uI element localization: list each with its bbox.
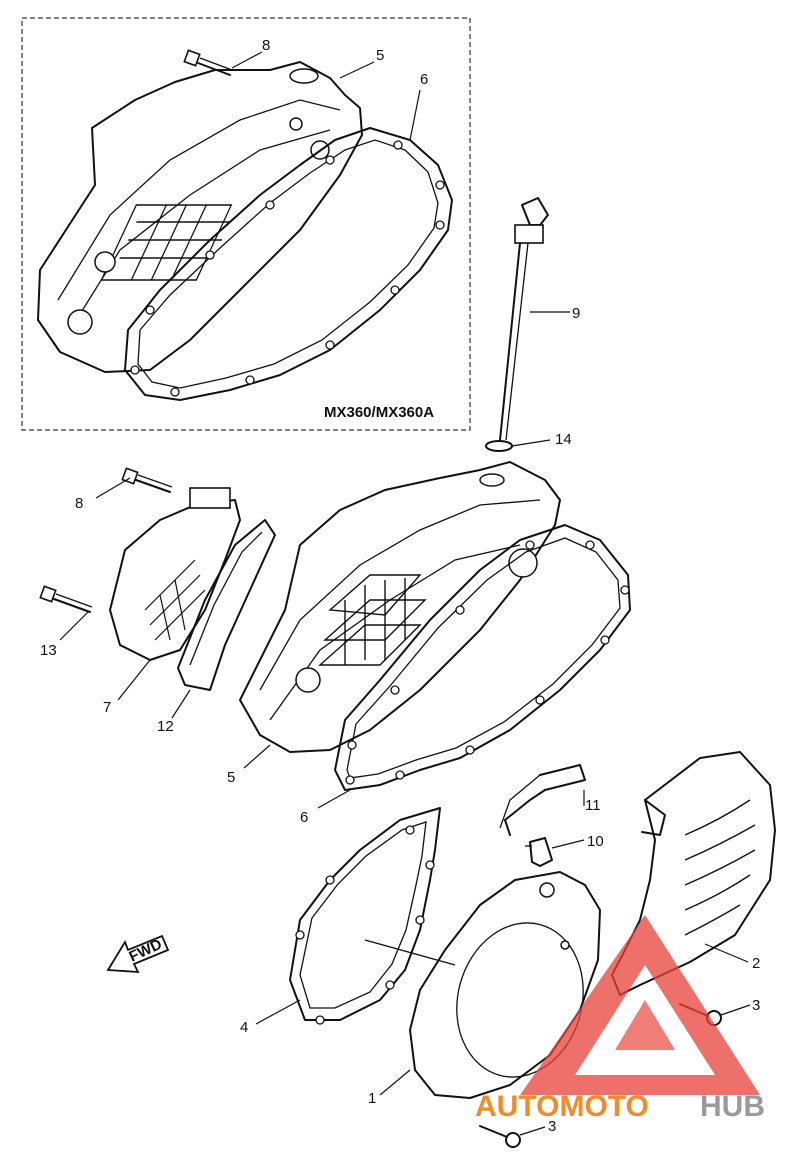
dipstick (485, 197, 549, 452)
inset-bolt (183, 49, 233, 76)
model-label: MX360/MX360A (324, 404, 434, 421)
inset-crankcase-cover (37, 61, 363, 373)
cover-gasket-4 (289, 807, 441, 1025)
callout-13: 13 (40, 642, 57, 659)
callout-6-inset: 6 (420, 71, 428, 88)
callout-9: 9 (572, 305, 580, 322)
bolt-8 (121, 467, 173, 493)
bolt-13 (39, 585, 93, 613)
main-crankcase-cover (239, 461, 561, 753)
washer-14 (485, 440, 513, 452)
fwd-label: FWD (127, 936, 165, 966)
breather-gasket (177, 519, 276, 691)
callout-8: 8 (75, 495, 83, 512)
cover-bolt-3 (479, 1125, 521, 1148)
callout-10: 10 (587, 833, 604, 850)
callout-5: 5 (227, 769, 235, 786)
callout-11: 11 (585, 797, 601, 814)
elbow-10 (525, 837, 553, 867)
callout-4: 4 (240, 1019, 248, 1036)
fwd-arrow-icon: FWD (106, 934, 170, 974)
main-vent-grid (318, 574, 427, 666)
callout-8-inset: 8 (262, 37, 270, 54)
callout-1: 1 (368, 1090, 376, 1107)
callout-2: 2 (752, 955, 760, 972)
callout-3-guard: 3 (752, 997, 760, 1014)
callout-7: 7 (103, 699, 111, 716)
inset-vent-grid (100, 204, 233, 281)
callout-6: 6 (300, 809, 308, 826)
leader-lines (59, 51, 751, 1136)
callout-5-inset: 5 (376, 47, 384, 64)
main-gasket (334, 524, 631, 791)
watermark-logo (520, 915, 760, 1095)
callout-3-cover: 3 (548, 1118, 556, 1135)
main-bolts (39, 467, 173, 613)
watermark-text-hub: HUB (700, 1090, 765, 1123)
triangle-logo-icon (520, 915, 760, 1095)
inset-gasket (124, 127, 453, 401)
breather-cover (109, 487, 241, 661)
callouts: 8 5 6 MX360/MX360A 9 14 8 13 7 12 5 6 11… (40, 37, 760, 1135)
watermark-text-automoto: AUTOMOTO (475, 1090, 649, 1123)
callout-14: 14 (555, 431, 572, 448)
hose-11 (499, 764, 586, 836)
callout-12: 12 (157, 718, 174, 735)
inset-frame (21, 17, 471, 431)
